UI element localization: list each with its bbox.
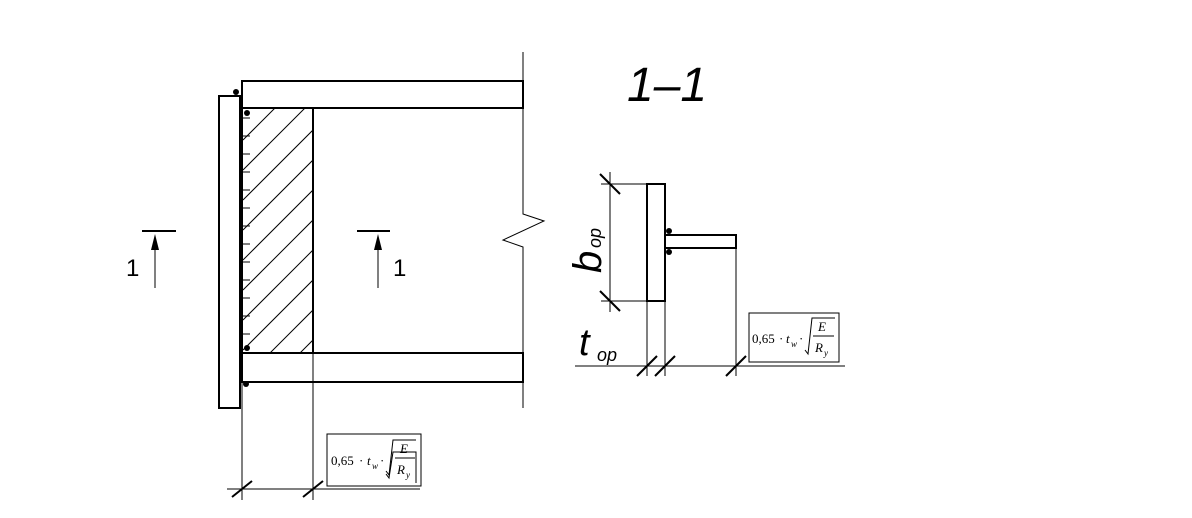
svg-text:·: · <box>799 331 803 346</box>
section-mark-right: 1 <box>393 255 406 282</box>
section-cut-left: 1 <box>126 230 176 288</box>
break-line <box>501 52 546 408</box>
formula-box-2: 0,65 · t w · E R y <box>748 312 840 363</box>
formula-box-1: 0,65 · t w · E R y <box>326 433 422 487</box>
dimension-effective-width <box>227 353 420 500</box>
section-stiffener-plate <box>646 183 666 302</box>
section-mark-left: 1 <box>126 255 139 282</box>
section-1-1: 1–1 b op t op <box>566 59 845 377</box>
section-title: 1–1 <box>627 59 707 112</box>
weld-dots <box>233 89 250 387</box>
svg-text:E: E <box>399 441 408 456</box>
formula-coefficient: 0,65 <box>331 453 354 468</box>
svg-text:R: R <box>396 462 405 477</box>
svg-text:·: · <box>779 331 783 346</box>
svg-text:t: t <box>367 453 371 468</box>
formula-coefficient-2: 0,65 <box>752 331 775 346</box>
stiffener-zone-hatch <box>243 109 312 352</box>
label-t-op: t <box>579 322 591 364</box>
svg-text:t: t <box>786 331 790 346</box>
svg-text:y: y <box>405 470 410 480</box>
svg-text:R: R <box>814 340 823 355</box>
label-b-op-sub: op <box>585 228 605 248</box>
svg-text:·: · <box>380 453 384 468</box>
section-web <box>664 234 737 249</box>
dimension-b-op: b op <box>566 172 647 312</box>
end-plate <box>218 95 241 409</box>
svg-text:E: E <box>817 319 826 334</box>
svg-text:·: · <box>359 453 363 468</box>
section-cut-right: 1 <box>357 230 406 288</box>
beam-elevation: 1 1 0,65 · t w · E R <box>126 52 546 500</box>
label-b-op: b <box>566 251 610 273</box>
dimension-t-op: t op <box>575 248 845 377</box>
top-flange <box>241 80 524 109</box>
svg-text:w: w <box>791 339 797 349</box>
label-t-op-sub: op <box>597 345 617 365</box>
bottom-flange <box>241 352 524 383</box>
weld-ticks <box>242 117 250 335</box>
svg-text:y: y <box>823 348 828 358</box>
svg-text:w: w <box>372 461 378 471</box>
